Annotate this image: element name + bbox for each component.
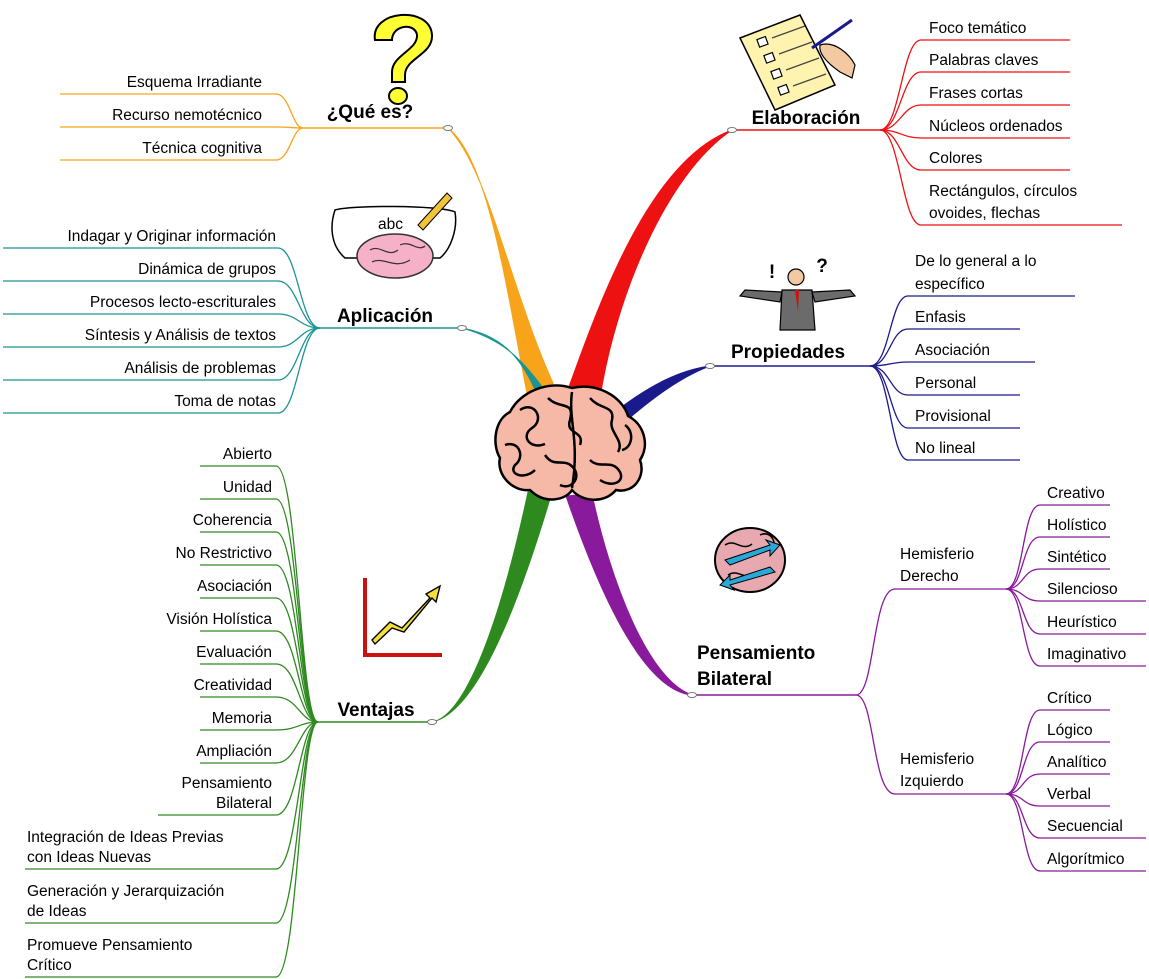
ventajas-label: Ventajas [337, 700, 414, 721]
que-es-item: Recurso nemotécnico [112, 107, 262, 124]
ventajas-item: Evaluación [196, 644, 272, 661]
ventajas-item: de Ideas [27, 903, 87, 920]
aplicacion-label: Aplicación [337, 306, 433, 327]
elaboracion-item: Foco temático [929, 20, 1026, 37]
que-es-item: Técnica cognitiva [142, 140, 262, 157]
propiedades-item: De lo general a lo [915, 253, 1037, 270]
ventajas-item: Visión Holística [166, 611, 272, 628]
elaboracion-item: Rectángulos, círculos [929, 183, 1077, 200]
confused-person-icon: !? [738, 256, 857, 331]
abc-text: abc [378, 216, 403, 233]
elaboracion-label: Elaboración [752, 108, 861, 129]
hemisferio-izquierdo-item: Algorítmico [1047, 851, 1125, 868]
propiedades-item: Asociación [915, 342, 990, 359]
ventajas-item: Abierto [223, 446, 272, 463]
hemisferio-izquierdo-label: Hemisferio [900, 751, 974, 768]
ventajas-item: Coherencia [193, 512, 273, 529]
propiedades-label: Propiedades [731, 342, 845, 363]
ventajas-node [427, 719, 437, 725]
aplicacion-item: Toma de notas [174, 393, 276, 410]
propiedades-item: Personal [915, 375, 976, 392]
ventajas-item: Pensamiento [182, 775, 272, 792]
hemisferio-derecho-label: Derecho [900, 568, 959, 585]
propiedades-item: específico [915, 276, 985, 293]
que-es-node [443, 125, 453, 131]
propiedades-item: No lineal [915, 440, 975, 457]
checklist-icon [738, 14, 856, 111]
hemisferio-derecho-item: Imaginativo [1047, 646, 1126, 663]
question-mark-icon [373, 13, 434, 105]
ventajas-item: con Ideas Nuevas [27, 849, 151, 866]
aplicacion-item: Síntesis y Análisis de textos [85, 327, 277, 344]
aplicacion-item: Análisis de problemas [124, 360, 276, 377]
hemisferio-izquierdo-item: Secuencial [1047, 818, 1123, 835]
aplicacion-node [457, 325, 467, 331]
ventajas-item: Generación y Jerarquización [27, 883, 224, 900]
brain-icon [494, 384, 647, 501]
writing-brain-icon: abc [331, 192, 457, 279]
elaboracion-item: Frases cortas [929, 85, 1023, 102]
hemisferio-derecho-item: Silencioso [1047, 581, 1118, 598]
que-es-label: ¿Qué es? [327, 102, 414, 123]
hemisferio-derecho-item: Holístico [1047, 517, 1106, 534]
elaboracion-item: Palabras claves [929, 52, 1039, 69]
ventajas-item: Creatividad [194, 677, 272, 694]
aplicacion-item: Dinámica de grupos [138, 261, 276, 278]
ventajas-item: Promueve Pensamiento [27, 937, 192, 954]
elaboracion-node [727, 127, 737, 133]
hemisferio-derecho-item: Heurístico [1047, 614, 1117, 631]
pensamiento-branch [565, 493, 693, 696]
elaboracion-branch [564, 129, 733, 399]
exclamation-mark: ! [769, 262, 775, 283]
hemisferio-izquierdo-label: Izquierdo [900, 773, 964, 790]
ventajas-item: Memoria [212, 710, 273, 727]
ventajas-item: Integración de Ideas Previas [27, 829, 224, 846]
ventajas-item: Asociación [197, 578, 272, 595]
ventajas-item: Ampliación [196, 743, 272, 760]
hemisferio-izquierdo-item: Lógico [1047, 722, 1093, 739]
elaboracion-item: Núcleos ordenados [929, 118, 1063, 135]
hemisferio-derecho-item: Creativo [1047, 485, 1105, 502]
hemisferio-izquierdo-item: Analítico [1047, 754, 1106, 771]
aplicacion-item: Indagar y Originar información [68, 228, 277, 245]
ventajas-branch [431, 491, 553, 723]
propiedades-item: Enfasis [915, 309, 966, 326]
hemisferio-izquierdo-item: Verbal [1047, 786, 1091, 803]
aplicacion-item: Procesos lecto-escriturales [90, 294, 276, 311]
hemisferio-izquierdo-item: Crítico [1047, 690, 1092, 707]
brain-arrows-icon [714, 527, 786, 593]
ventajas-item: No Restrictivo [176, 545, 272, 562]
pensamiento-node [687, 692, 697, 698]
growth-chart-icon [363, 578, 442, 657]
ventajas-item: Bilateral [216, 795, 272, 812]
que-es-item: Esquema Irradiante [127, 74, 262, 91]
elaboracion-item: ovoides, flechas [929, 205, 1040, 222]
question-mark: ? [816, 256, 828, 277]
hemisferio-derecho-item: Sintético [1047, 549, 1106, 566]
que-es-branch [447, 127, 561, 399]
propiedades-node [705, 363, 715, 369]
ventajas-item: Unidad [223, 479, 272, 496]
ventajas-item: Crítico [27, 957, 72, 974]
pensamiento-label: Bilateral [697, 669, 772, 690]
elaboracion-item: Colores [929, 150, 983, 167]
propiedades-item: Provisional [915, 408, 991, 425]
pensamiento-label: Pensamiento [697, 643, 815, 664]
hemisferio-derecho-label: Hemisferio [900, 546, 974, 563]
